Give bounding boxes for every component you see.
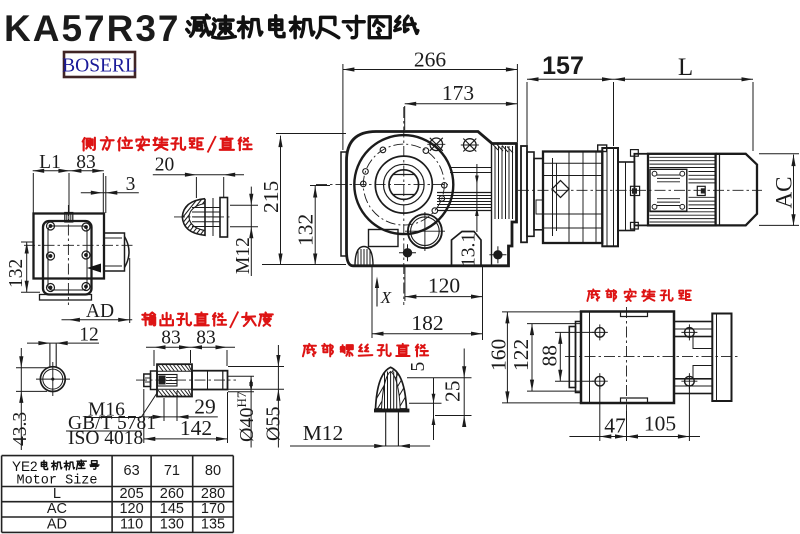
svg-text:GB/T 5781: GB/T 5781 — [68, 413, 156, 434]
svg-text:170: 170 — [201, 501, 225, 517]
svg-text:Ø40H7: Ø40H7 — [234, 391, 258, 442]
svg-text:83: 83 — [161, 328, 181, 349]
svg-text:M16: M16 — [88, 400, 125, 421]
svg-text:KA57R37: KA57R37 — [4, 8, 180, 49]
svg-text:M12: M12 — [233, 237, 254, 274]
svg-text:83: 83 — [196, 328, 216, 349]
svg-text:ISO 4018: ISO 4018 — [68, 428, 143, 449]
svg-text:173: 173 — [442, 81, 474, 105]
svg-text:5: 5 — [408, 362, 429, 372]
svg-text:160: 160 — [487, 339, 511, 371]
svg-text:130: 130 — [160, 516, 184, 532]
svg-text:266: 266 — [414, 48, 447, 72]
svg-text:132: 132 — [294, 214, 318, 246]
svg-text:X: X — [380, 288, 392, 307]
svg-text:142: 142 — [180, 416, 212, 440]
svg-text:YE2: YE2 — [12, 459, 38, 474]
svg-text:132: 132 — [6, 259, 27, 288]
svg-text:Ø55: Ø55 — [263, 407, 285, 441]
svg-text:29: 29 — [194, 395, 216, 419]
svg-text:110: 110 — [120, 516, 143, 532]
svg-text:83: 83 — [76, 152, 96, 173]
svg-text:205: 205 — [119, 486, 143, 502]
svg-text:25: 25 — [441, 381, 465, 403]
svg-text:63: 63 — [124, 463, 140, 479]
svg-text:71: 71 — [164, 463, 180, 479]
svg-text:88: 88 — [538, 345, 562, 367]
svg-text:260: 260 — [160, 486, 184, 502]
svg-text:AD: AD — [47, 516, 67, 532]
svg-text:105: 105 — [644, 412, 676, 436]
svg-text:L: L — [53, 486, 61, 502]
svg-text:20: 20 — [155, 155, 175, 176]
svg-text:L: L — [678, 54, 693, 81]
svg-text:280: 280 — [201, 486, 225, 502]
svg-text:Motor Size: Motor Size — [16, 474, 97, 489]
svg-text:215: 215 — [259, 181, 283, 213]
svg-text:AC: AC — [772, 177, 797, 209]
svg-text:L1: L1 — [39, 152, 61, 173]
svg-text:145: 145 — [160, 501, 184, 517]
svg-text:AC: AC — [47, 501, 67, 517]
svg-text:BOSERL: BOSERL — [62, 56, 137, 77]
svg-text:120: 120 — [428, 274, 460, 298]
svg-text:12: 12 — [79, 324, 99, 345]
svg-text:M12: M12 — [303, 421, 344, 445]
svg-text:80: 80 — [205, 463, 221, 479]
svg-text:120: 120 — [119, 501, 143, 517]
svg-text:135: 135 — [201, 516, 225, 532]
svg-text:47: 47 — [604, 414, 626, 438]
svg-text:157: 157 — [542, 52, 584, 80]
svg-text:182: 182 — [411, 311, 443, 335]
svg-text:122: 122 — [509, 339, 533, 371]
svg-text:13.1: 13.1 — [459, 233, 480, 267]
svg-text:43.3: 43.3 — [10, 412, 31, 446]
svg-text:AD: AD — [86, 301, 114, 322]
svg-text:3: 3 — [126, 174, 136, 195]
